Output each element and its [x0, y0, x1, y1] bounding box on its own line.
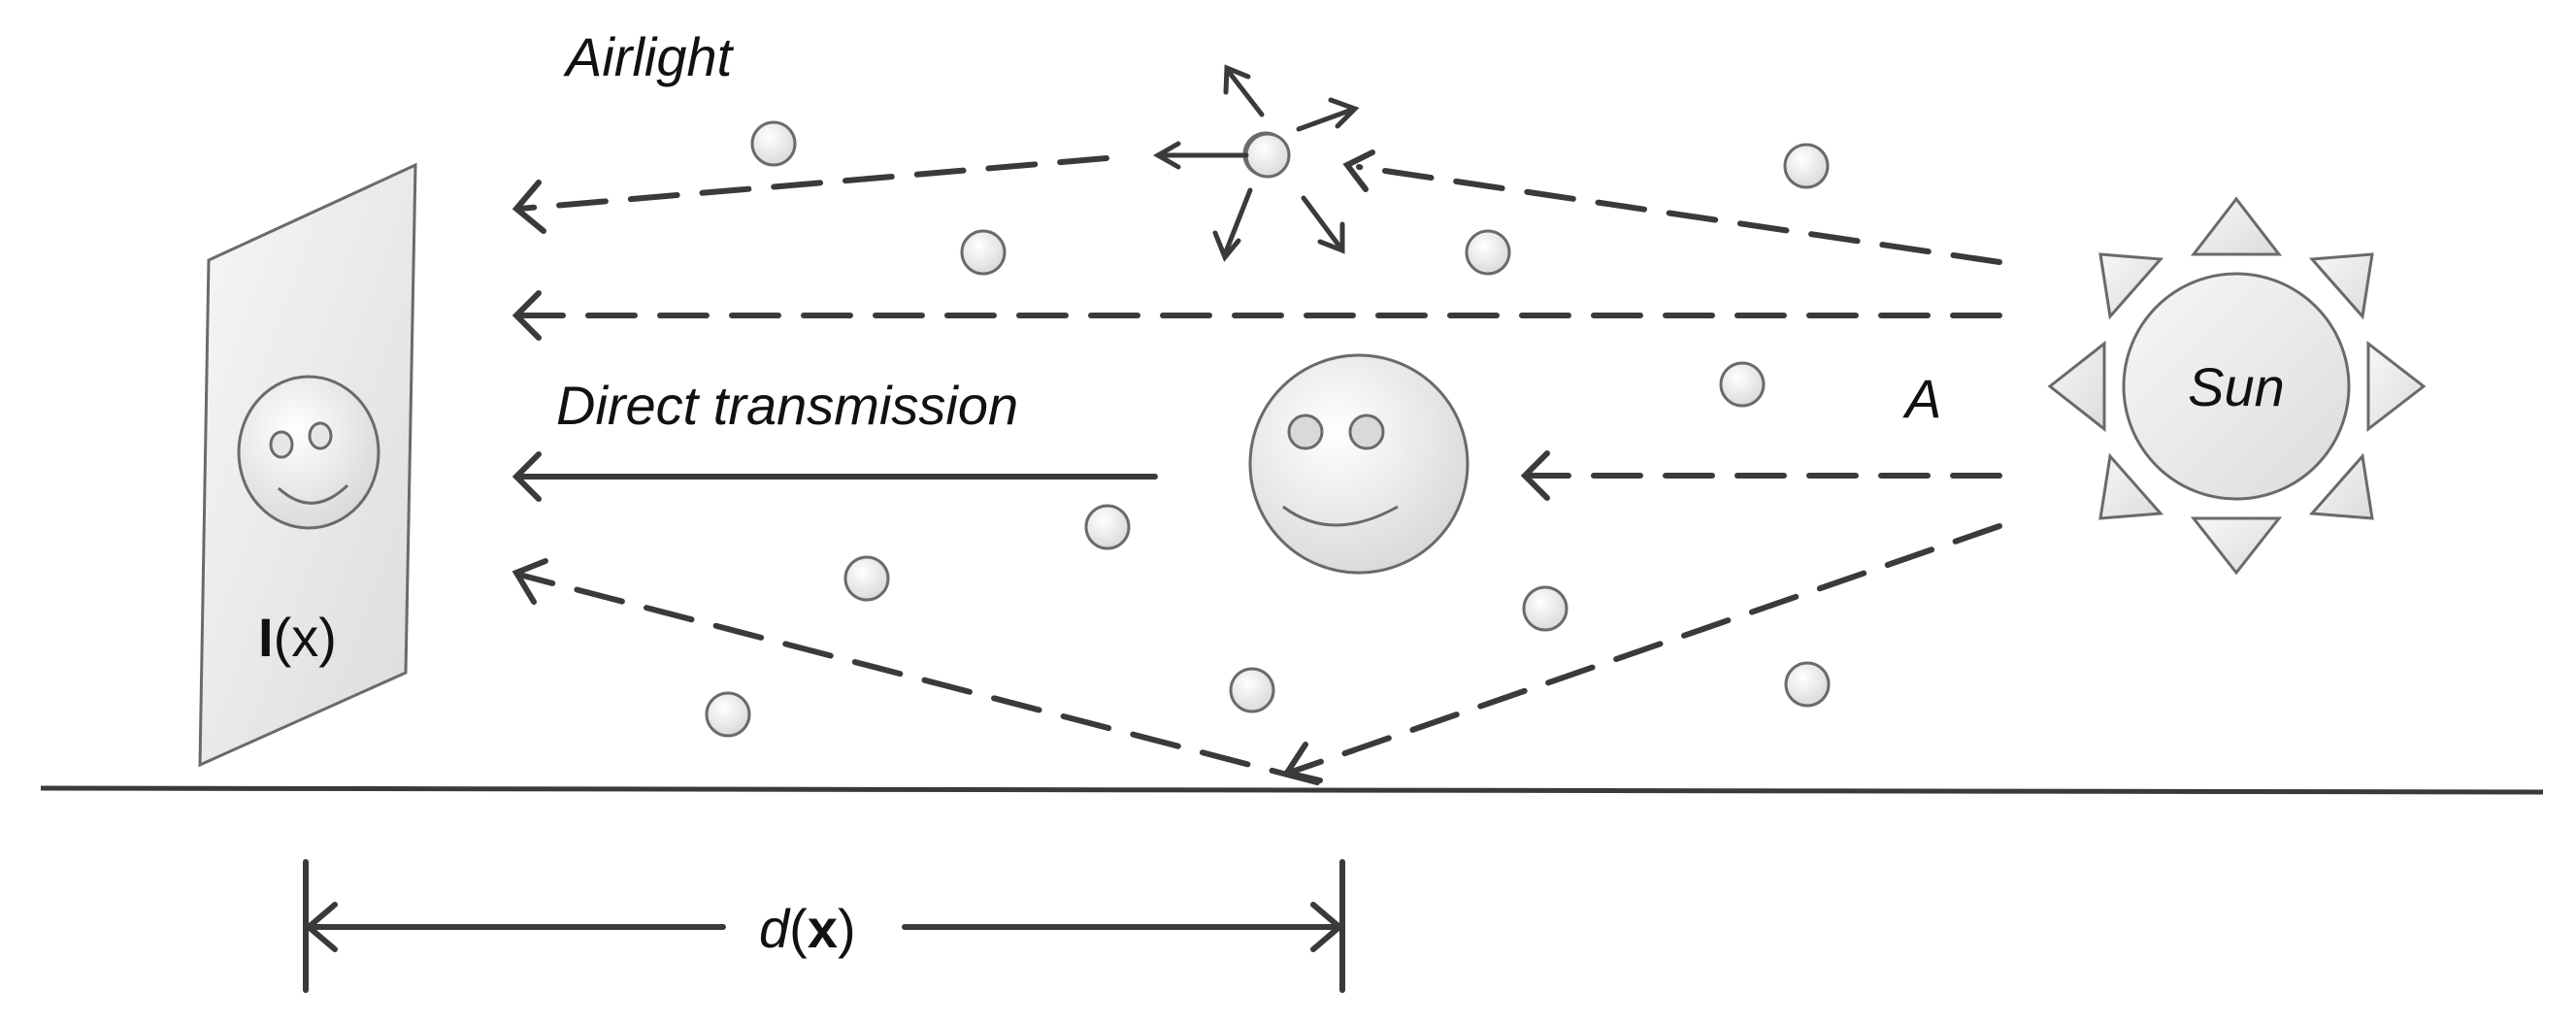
- sun-to-particle-ray: [1356, 164, 2002, 265]
- distance-label: d(x): [759, 898, 856, 959]
- ground-reflection-arrowhead: [512, 558, 548, 605]
- light-rays: [512, 149, 2002, 785]
- distance-dimension: [303, 859, 1345, 993]
- particle-circle-icon: [843, 555, 890, 602]
- image-label: I(x): [258, 607, 337, 668]
- airlight-ray: [516, 155, 1109, 212]
- particle-circle-icon: [750, 120, 797, 167]
- particle-circle-icon: [1783, 143, 1830, 189]
- image-label-bold: I: [258, 607, 274, 668]
- sun-icon: [2047, 196, 2427, 576]
- particle-circle-icon: [1784, 661, 1831, 708]
- particle-circle-icon: [705, 691, 751, 738]
- distance-label-open: (: [789, 898, 808, 959]
- particle-circle-icon: [1465, 229, 1511, 276]
- sun-to-ground-ray: [1292, 523, 2002, 774]
- scattering-particle: [1152, 64, 1360, 262]
- airlight-label: Airlight: [563, 26, 735, 87]
- scene-face-icon: [1248, 353, 1470, 575]
- particle-circle-icon: [1522, 585, 1569, 632]
- distance-label-x: x: [808, 898, 838, 959]
- ground-reflection-ray: [516, 572, 1320, 785]
- direct-transmission-arrowhead: [512, 451, 542, 502]
- image-plane: I(x): [198, 162, 417, 768]
- sun-label: Sun: [2188, 356, 2285, 417]
- particle-circle-icon: [1719, 361, 1766, 408]
- airlight-ray-arrowhead: [512, 180, 546, 234]
- ground-line: [40, 785, 2544, 795]
- distance-label-d: d: [759, 898, 791, 959]
- atmospheric-light-arrowhead: [1520, 450, 1550, 501]
- distance-label-close: ): [838, 898, 856, 959]
- direct-transmission-label: Direct transmission: [556, 375, 1018, 436]
- particle-circle-icon: [1229, 667, 1275, 713]
- observer-face-icon: [237, 375, 380, 530]
- particle-circle-icon: [960, 229, 1007, 276]
- sun-to-particle-arrowhead: [1342, 149, 1375, 192]
- particle-circle-icon: [1084, 504, 1131, 550]
- atmospheric-light-label: A: [1902, 368, 1941, 429]
- particle-circle-icon: [1244, 132, 1291, 179]
- airlight-ray-2-arrowhead: [512, 290, 542, 341]
- image-label-rest: (x): [274, 607, 337, 668]
- scatter-arrows: [1152, 64, 1360, 262]
